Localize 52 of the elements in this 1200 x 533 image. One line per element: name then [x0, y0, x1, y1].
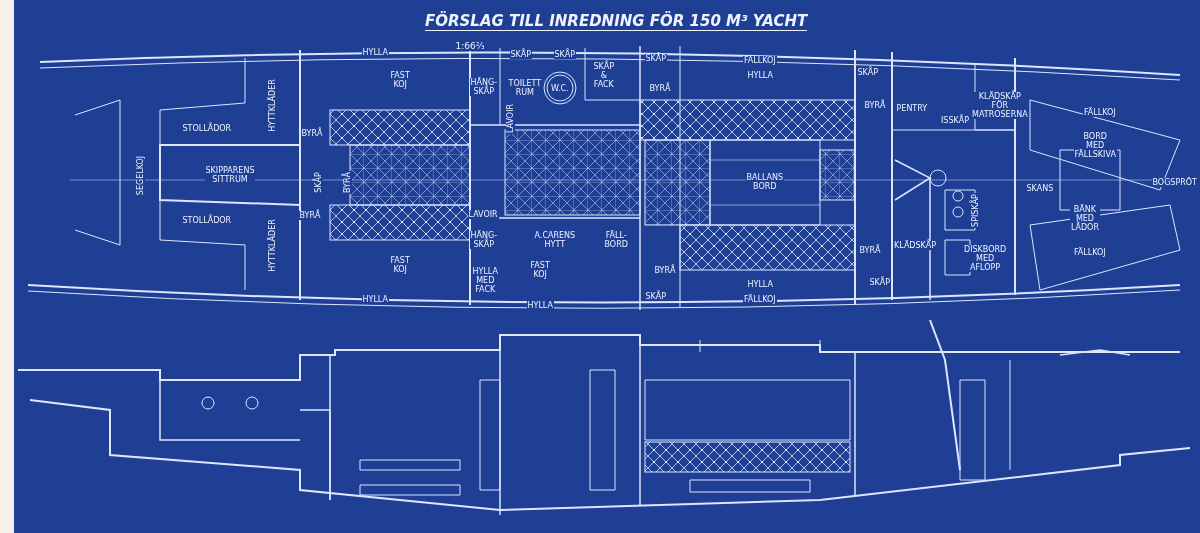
room-label: A.CARENS HYTT [533, 231, 577, 249]
room-label: HÄNG-SKÅP [469, 231, 499, 249]
scale-note: 1:66⅔ [454, 41, 486, 51]
room-label: SKANS [1025, 183, 1055, 193]
room-label: BYRÅ [858, 245, 882, 255]
room-label: HYLLA [746, 70, 774, 80]
room-label: BYRÅ [298, 210, 322, 220]
room-label: BALLANS BORD [745, 173, 785, 191]
room-label: FÄLL-BORD [603, 231, 629, 249]
room-label: STOLLÅDOR [181, 215, 233, 225]
room-label: LAVOIR [505, 102, 515, 134]
room-label: SKÅP [509, 49, 533, 59]
room-label: SKÅP [644, 53, 668, 63]
room-label: FAST KOJ [389, 71, 411, 89]
room-label: SKÅP [868, 277, 892, 287]
room-label: SKÅP [644, 291, 668, 301]
room-label: SPISKÅP [970, 192, 980, 228]
room-label: HYTTKLÄDER [267, 77, 277, 133]
room-label: SKIPPARENS SITTRUM [204, 166, 256, 184]
room-label: TOILETT RUM [507, 79, 543, 97]
room-label: HYLLA [361, 294, 389, 304]
room-label: KLÄDSKÅP FÖR MATROSERNA [971, 91, 1029, 119]
room-label: BYRÅ [648, 83, 672, 93]
room-label: HYLLA [526, 300, 554, 310]
room-label: BOGSPRÖT [1151, 177, 1198, 187]
room-label: DISKBORD MED AFLOPP [963, 244, 1008, 272]
room-label: HYLLA [361, 47, 389, 57]
room-label: KLÄDSKÅP [893, 240, 938, 250]
room-label: PENTRY [895, 103, 929, 113]
room-label: STOLLÅDOR [181, 123, 233, 133]
room-label: BYRÅ [653, 265, 677, 275]
room-label: FÄLLKOJ [743, 294, 777, 304]
room-label: FAST KOJ [389, 256, 411, 274]
room-label: HÄNG-SKÅP [469, 78, 499, 96]
room-label: FÄLLKOJ [1073, 247, 1107, 257]
room-label: BYRÅ [300, 128, 324, 138]
room-label: BÄNK MED LÅDOR [1070, 204, 1100, 232]
room-label: ISSKÅP [940, 115, 971, 125]
room-label: SKÅP [856, 67, 880, 77]
room-label: HYTTKLÄDER [267, 217, 277, 273]
room-label: SEGELKOJ [135, 154, 145, 196]
room-label: BYRÅ [342, 170, 352, 194]
drawing-title: FÖRSLAG TILL INREDNING FÖR 150 M³ YACHT [425, 12, 808, 31]
room-label: SKÅP [313, 170, 323, 194]
room-label: SKÅP [553, 49, 577, 59]
room-label: BYRÅ [863, 100, 887, 110]
room-label: FÄLLKOJ [1083, 107, 1117, 117]
room-label: FÄLLKOJ [743, 55, 777, 65]
room-label: W.C. [550, 83, 570, 93]
room-label: LAVOIR [467, 209, 499, 219]
room-label: HYLLA [746, 279, 774, 289]
room-label: FAST KOJ [529, 261, 551, 279]
